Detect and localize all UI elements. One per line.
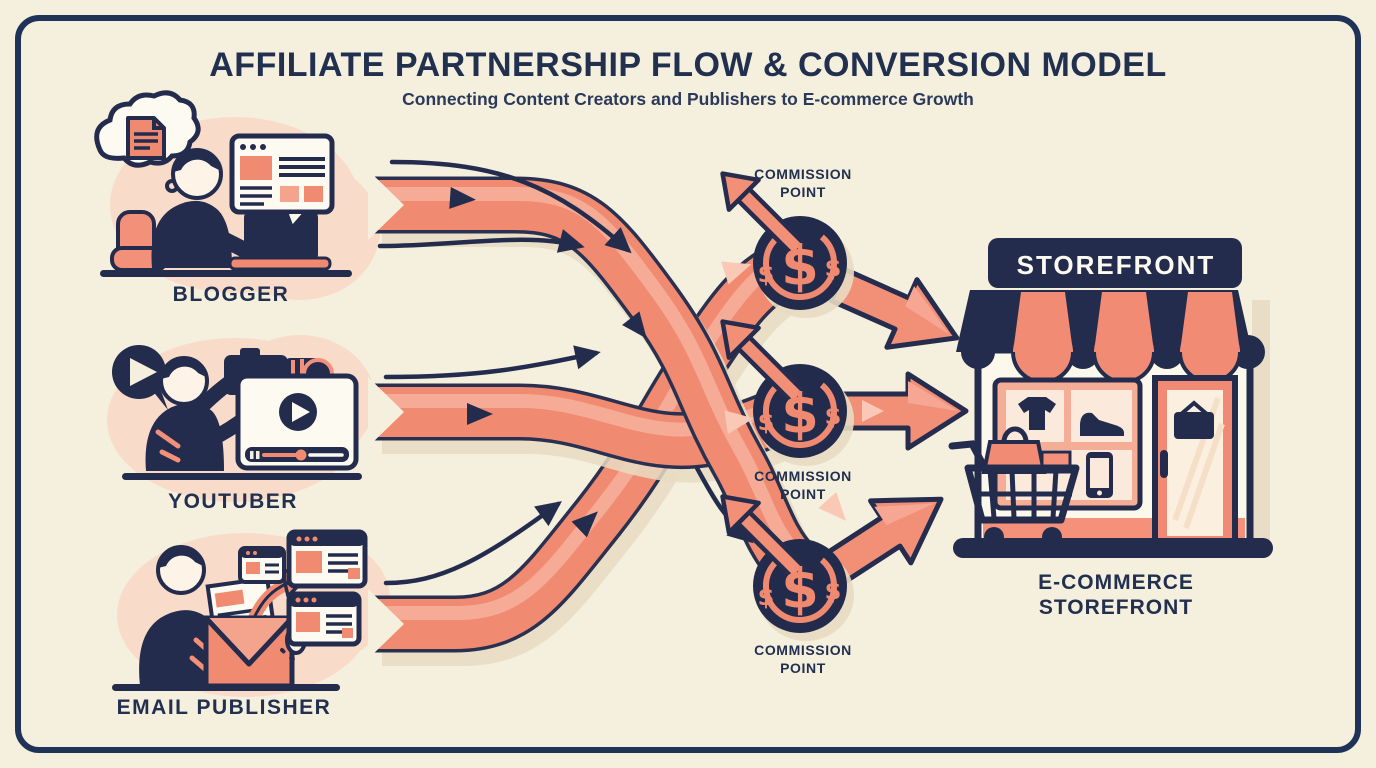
dollar-sign-icon: $	[781, 234, 819, 298]
label-email-publisher: EMAIL PUBLISHER	[116, 696, 332, 719]
shoe-icon	[1080, 412, 1125, 436]
dollar-sign-icon: $	[757, 408, 775, 436]
desk-line	[122, 473, 362, 480]
growth-arrow-icon	[720, 319, 808, 407]
desk-line	[100, 270, 352, 277]
commission-point-medallions	[720, 171, 854, 641]
conversion-arrow-middle	[837, 371, 969, 451]
storefront-illustration	[948, 238, 1273, 558]
growth-arrow-icon	[720, 494, 808, 582]
door	[1152, 375, 1238, 549]
youtuber-illustration	[112, 345, 362, 480]
browser-window-icon	[238, 546, 286, 584]
dollar-sign-icon: $	[824, 577, 842, 605]
door-handle	[1160, 450, 1168, 478]
commission-label-line: POINT	[780, 486, 826, 503]
destination-label-line: E-COMMERCE	[1038, 571, 1194, 594]
storefront-sign-text: STOREFRONT	[1016, 250, 1216, 280]
store-sign	[988, 238, 1242, 288]
dollar-sign-icon: $	[781, 382, 819, 446]
ribbon-chevrons	[449, 186, 847, 538]
label-commission-point-bottom: COMMISSION POINT	[703, 641, 903, 677]
shopping-cart-icon	[948, 426, 1080, 547]
dollar-sign-icon: $	[824, 402, 842, 430]
commission-label-line: POINT	[780, 660, 826, 677]
destination-label-line: STOREFRONT	[1038, 596, 1194, 620]
commission-medallion-bottom	[720, 494, 854, 641]
commission-label-line: COMMISSION	[754, 642, 852, 658]
video-player-icon	[235, 373, 359, 471]
dollar-sign-icon: $	[781, 557, 819, 621]
dollar-sign-icon: $	[757, 260, 775, 288]
document-icon	[126, 116, 166, 160]
commission-label-line: COMMISSION	[754, 468, 852, 484]
commission-label-line: POINT	[780, 184, 826, 201]
commission-medallion-top	[720, 171, 854, 318]
browser-window-icon	[229, 133, 335, 230]
label-commission-point-middle: COMMISSION POINT	[703, 467, 903, 503]
flow-ribbon-blogger-to-bottom	[374, 176, 825, 600]
conversion-arrow-top	[828, 266, 960, 350]
ribbon-tail-notches	[368, 170, 404, 659]
conversion-arrows	[820, 266, 969, 587]
label-commission-point-top: COMMISSION POINT	[703, 165, 903, 201]
door-sign-icon	[1174, 400, 1214, 439]
dotted-trail	[280, 648, 300, 664]
desk-line	[112, 684, 340, 691]
blogger-illustration	[94, 90, 352, 277]
label-blogger: BLOGGER	[172, 283, 290, 306]
label-youtuber: YOUTUBER	[168, 490, 298, 513]
store-base	[953, 538, 1273, 558]
thought-bubble-icon	[94, 90, 201, 193]
commission-label-line: COMMISSION	[754, 166, 852, 182]
page-subtitle: Connecting Content Creators and Publishe…	[402, 89, 974, 109]
browser-window-icon	[286, 591, 362, 647]
laptop-icon	[228, 212, 332, 271]
growth-arrow-icon	[720, 171, 808, 259]
play-button-icon	[112, 345, 168, 410]
tshirt-icon	[1018, 397, 1056, 430]
browser-window-icon	[286, 529, 368, 589]
guide-arrows	[377, 159, 754, 586]
page-title: AFFILIATE PARTNERSHIP FLOW & CONVERSION …	[209, 46, 1167, 84]
awning-icon	[956, 290, 1265, 384]
commission-medallion-middle	[720, 319, 854, 466]
phone-icon	[1086, 452, 1113, 498]
label-ecommerce-storefront: E-COMMERCE STOREFRONT	[966, 570, 1266, 620]
conversion-arrow-bottom	[820, 496, 944, 587]
dollar-sign-icon: $	[824, 254, 842, 282]
email-publisher-illustration	[112, 529, 368, 691]
dollar-sign-icon: $	[757, 583, 775, 611]
flow-ribbons	[368, 170, 825, 666]
